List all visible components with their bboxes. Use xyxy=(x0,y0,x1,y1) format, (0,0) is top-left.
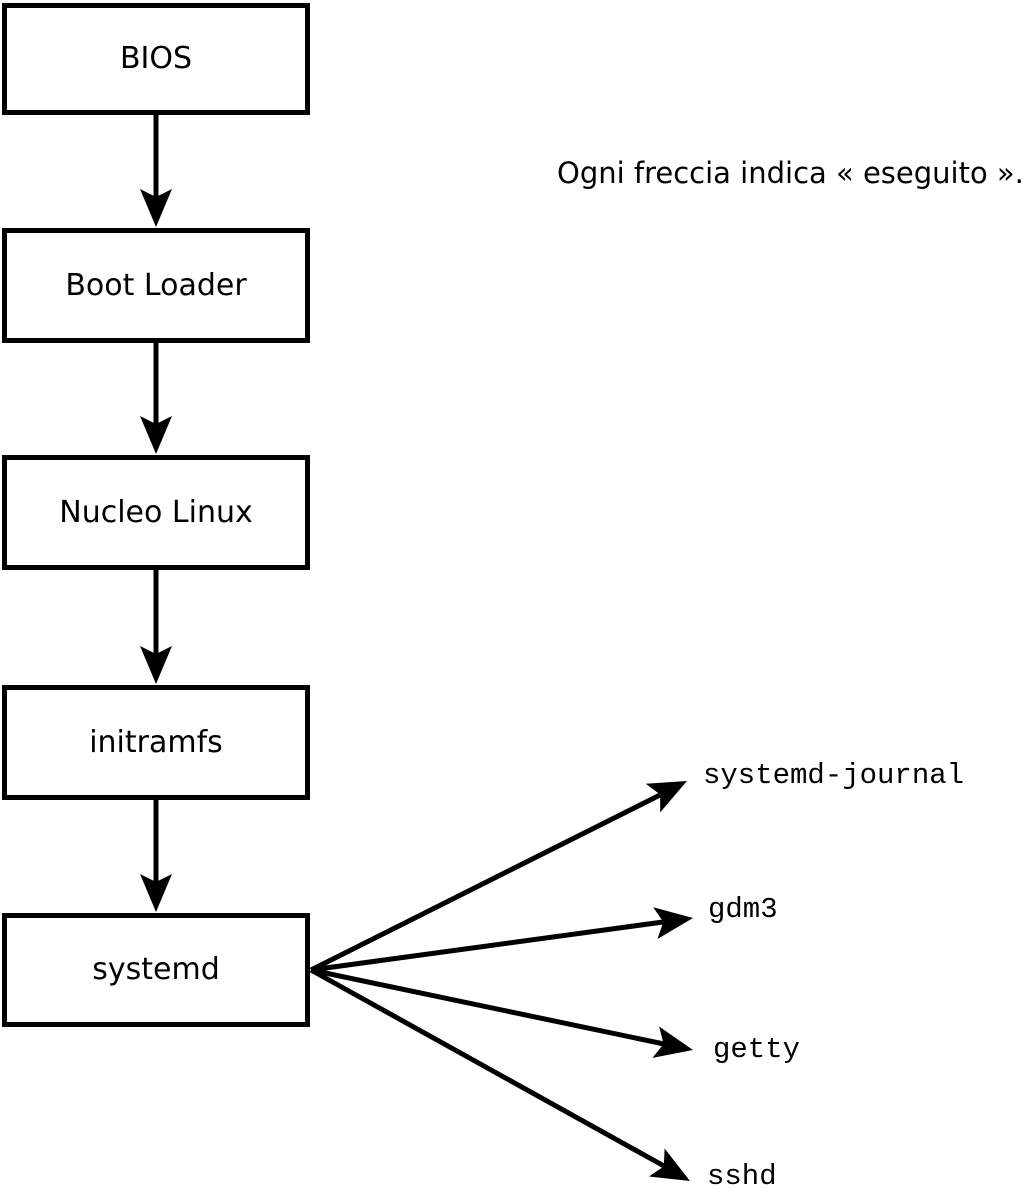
service-label-sshd: sshd xyxy=(707,1160,777,1193)
box-initramfs-label: initramfs xyxy=(89,724,223,760)
arrow-bios-to-bootloader-head xyxy=(140,189,172,227)
box-nucleo-linux-label: Nucleo Linux xyxy=(59,494,253,530)
box-systemd: systemd xyxy=(2,913,310,1027)
service-label-gdm3: gdm3 xyxy=(708,893,778,926)
box-bios-label: BIOS xyxy=(119,41,193,76)
arrow-systemd-to-getty-line xyxy=(310,967,665,1047)
arrow-systemd-to-sshd-head xyxy=(649,1148,690,1181)
arrow-systemd-to-gdm3-line xyxy=(310,919,664,973)
box-nucleo-linux: Nucleo Linux xyxy=(2,455,310,570)
arrow-systemd-to-journal-head xyxy=(645,781,687,813)
box-systemd-label: systemd xyxy=(92,952,220,987)
box-boot-loader-label: Boot Loader xyxy=(65,267,247,303)
arrow-bootloader-to-nucleo-head xyxy=(140,416,172,454)
arrow-nucleo-to-initramfs-head xyxy=(140,646,172,684)
service-label-systemd-journal: systemd-journal xyxy=(703,759,965,792)
arrow-systemd-to-sshd-line xyxy=(309,967,666,1169)
box-initramfs: initramfs xyxy=(2,685,310,800)
service-label-getty: getty xyxy=(713,1033,801,1066)
arrow-systemd-to-journal-line xyxy=(309,792,662,973)
arrow-systemd-to-gdm3-head xyxy=(653,907,693,939)
box-boot-loader: Boot Loader xyxy=(2,228,310,343)
arrow-initramfs-to-systemd-head xyxy=(140,874,172,912)
diagram-caption: Ogni freccia indica « eseguito ». xyxy=(557,156,1024,190)
arrow-systemd-to-getty-head xyxy=(652,1026,693,1058)
box-bios: BIOS xyxy=(2,3,310,115)
